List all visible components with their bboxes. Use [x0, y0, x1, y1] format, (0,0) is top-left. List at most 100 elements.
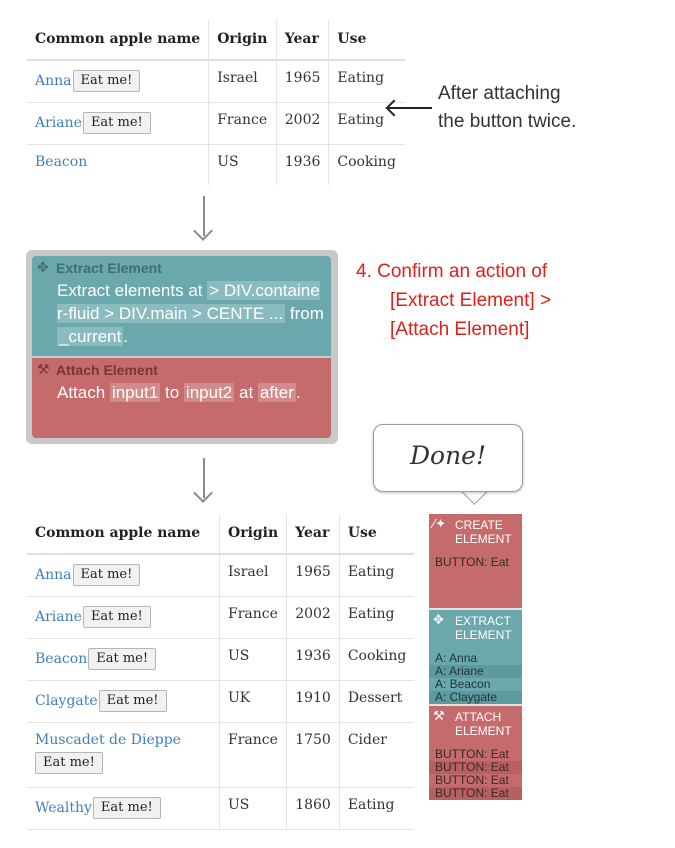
extract-description: Extract elements at > DIV.container-flui…	[57, 279, 325, 348]
use-cell: Cider	[338, 722, 415, 788]
input1-chip[interactable]: input1	[109, 383, 161, 402]
year-cell: 2002	[286, 596, 340, 639]
apple-link[interactable]: Beacon	[35, 651, 88, 667]
list-item[interactable]: BUTTON: Eat	[435, 556, 509, 569]
origin-cell: Israel	[218, 553, 288, 597]
apple-link[interactable]: Muscadet de Dieppe	[35, 732, 181, 748]
apple-link[interactable]: Beacon	[35, 154, 88, 170]
source-chip[interactable]: _current	[57, 327, 124, 346]
action-text: to	[165, 383, 180, 402]
left-arrow-icon	[388, 107, 432, 109]
use-cell: Cooking	[338, 638, 415, 681]
extract-element-action[interactable]: ✥ Extract Element Extract elements at > …	[32, 256, 331, 356]
eat-me-button[interactable]: Eat me!	[98, 690, 167, 712]
divider	[429, 704, 522, 706]
use-cell: Eating	[328, 59, 405, 103]
name-cell: Beacon	[27, 144, 210, 185]
list-item[interactable]: BUTTON: Eat	[429, 787, 522, 800]
position-chip[interactable]: after	[257, 383, 296, 402]
column-header: Common apple name	[27, 514, 220, 555]
list-item[interactable]: BUTTON: Eat	[435, 748, 509, 761]
apple-link[interactable]: Ariane	[35, 115, 82, 131]
block-label-line: CREATE	[455, 518, 503, 532]
callout-note: After attaching the button twice.	[438, 80, 576, 136]
table-header-row: Common apple name Origin Year Use	[27, 514, 415, 555]
block-label: ATTACH ELEMENT	[455, 710, 521, 738]
attach-title: Attach Element	[56, 362, 158, 378]
list-item[interactable]: BUTTON: Eat	[435, 774, 509, 787]
use-cell: Eating	[338, 596, 415, 639]
apple-link[interactable]: Anna	[35, 73, 72, 89]
eat-me-button[interactable]: Eat me!	[82, 606, 151, 628]
origin-cell: UK	[218, 680, 288, 723]
callout-line: After attaching	[438, 83, 561, 104]
list-item[interactable]: A: Beacon	[435, 678, 491, 691]
down-arrow-icon	[193, 458, 214, 506]
list-item[interactable]: BUTTON: Eat	[429, 761, 522, 774]
wand-icon: ⁄✦	[433, 516, 447, 531]
year-cell: 1860	[286, 787, 340, 830]
use-cell: Eating	[338, 787, 415, 830]
year-cell: 1965	[286, 553, 340, 597]
block-rows: BUTTON: Eat BUTTON: Eat BUTTON: Eat BUTT…	[429, 748, 522, 800]
action-text: Attach	[57, 383, 106, 402]
input2-chip[interactable]: input2	[183, 383, 235, 402]
year-cell: 2002	[275, 102, 330, 145]
use-cell: Eating	[338, 553, 415, 597]
action-text: Extract elements at	[57, 281, 203, 300]
done-text: Done!	[409, 441, 487, 470]
done-bubble: Done!	[373, 424, 523, 492]
list-item[interactable]: A: Anna	[435, 652, 478, 665]
origin-cell: US	[218, 787, 288, 830]
block-header: ✥ EXTRACT ELEMENT	[429, 610, 522, 648]
apple-link[interactable]: Anna	[35, 567, 72, 583]
attach-element-block[interactable]: ⚒ ATTACH ELEMENT BUTTON: Eat BUTTON: Eat…	[429, 706, 522, 800]
list-item[interactable]: A: Claygate	[429, 691, 522, 704]
block-rows: BUTTON: Eat	[429, 556, 522, 569]
crosshair-icon: ✥	[37, 259, 49, 275]
column-header: Origin	[208, 20, 277, 61]
step-note-line: 4. Confirm an action of	[356, 261, 548, 282]
use-cell: Dessert	[338, 680, 415, 723]
column-header: Use	[338, 514, 415, 555]
attach-element-action[interactable]: ⚒ Attach Element Attach input1 to input2…	[32, 358, 331, 438]
apple-link[interactable]: Ariane	[35, 609, 82, 625]
eat-me-button[interactable]: Eat me!	[88, 648, 157, 670]
bubble-tail-mask	[466, 480, 490, 490]
column-header: Common apple name	[27, 20, 210, 61]
down-arrow-icon	[193, 196, 214, 244]
apple-link[interactable]: Claygate	[35, 693, 98, 709]
eat-me-button[interactable]: Eat me!	[35, 752, 103, 774]
list-item[interactable]: A: Ariane	[429, 665, 522, 678]
extract-title: Extract Element	[56, 260, 162, 276]
table-row: Beacon US 1936 Cooking	[27, 144, 405, 185]
block-label: CREATE ELEMENT	[455, 518, 521, 546]
extract-element-block[interactable]: ✥ EXTRACT ELEMENT A: Anna A: Ariane A: B…	[429, 610, 522, 704]
step-note-line: [Extract Element] >	[390, 290, 552, 311]
action-card[interactable]: ✥ Extract Element Extract elements at > …	[26, 250, 338, 444]
eat-me-button[interactable]: Eat me!	[92, 797, 161, 819]
origin-cell: Israel	[208, 59, 277, 103]
block-label-line: ELEMENT	[455, 724, 512, 738]
column-header: Year	[286, 514, 340, 555]
eat-me-button[interactable]: Eat me!	[82, 112, 151, 134]
block-label-line: EXTRACT	[455, 614, 512, 628]
year-cell: 1965	[275, 59, 330, 103]
eat-me-button[interactable]: Eat me!	[72, 70, 141, 92]
eat-me-button[interactable]: Eat me!	[72, 564, 141, 586]
create-element-block[interactable]: ⁄✦ CREATE ELEMENT BUTTON: Eat	[429, 514, 522, 608]
apple-link[interactable]: Wealthy	[35, 800, 92, 816]
action-text: from	[289, 304, 324, 323]
